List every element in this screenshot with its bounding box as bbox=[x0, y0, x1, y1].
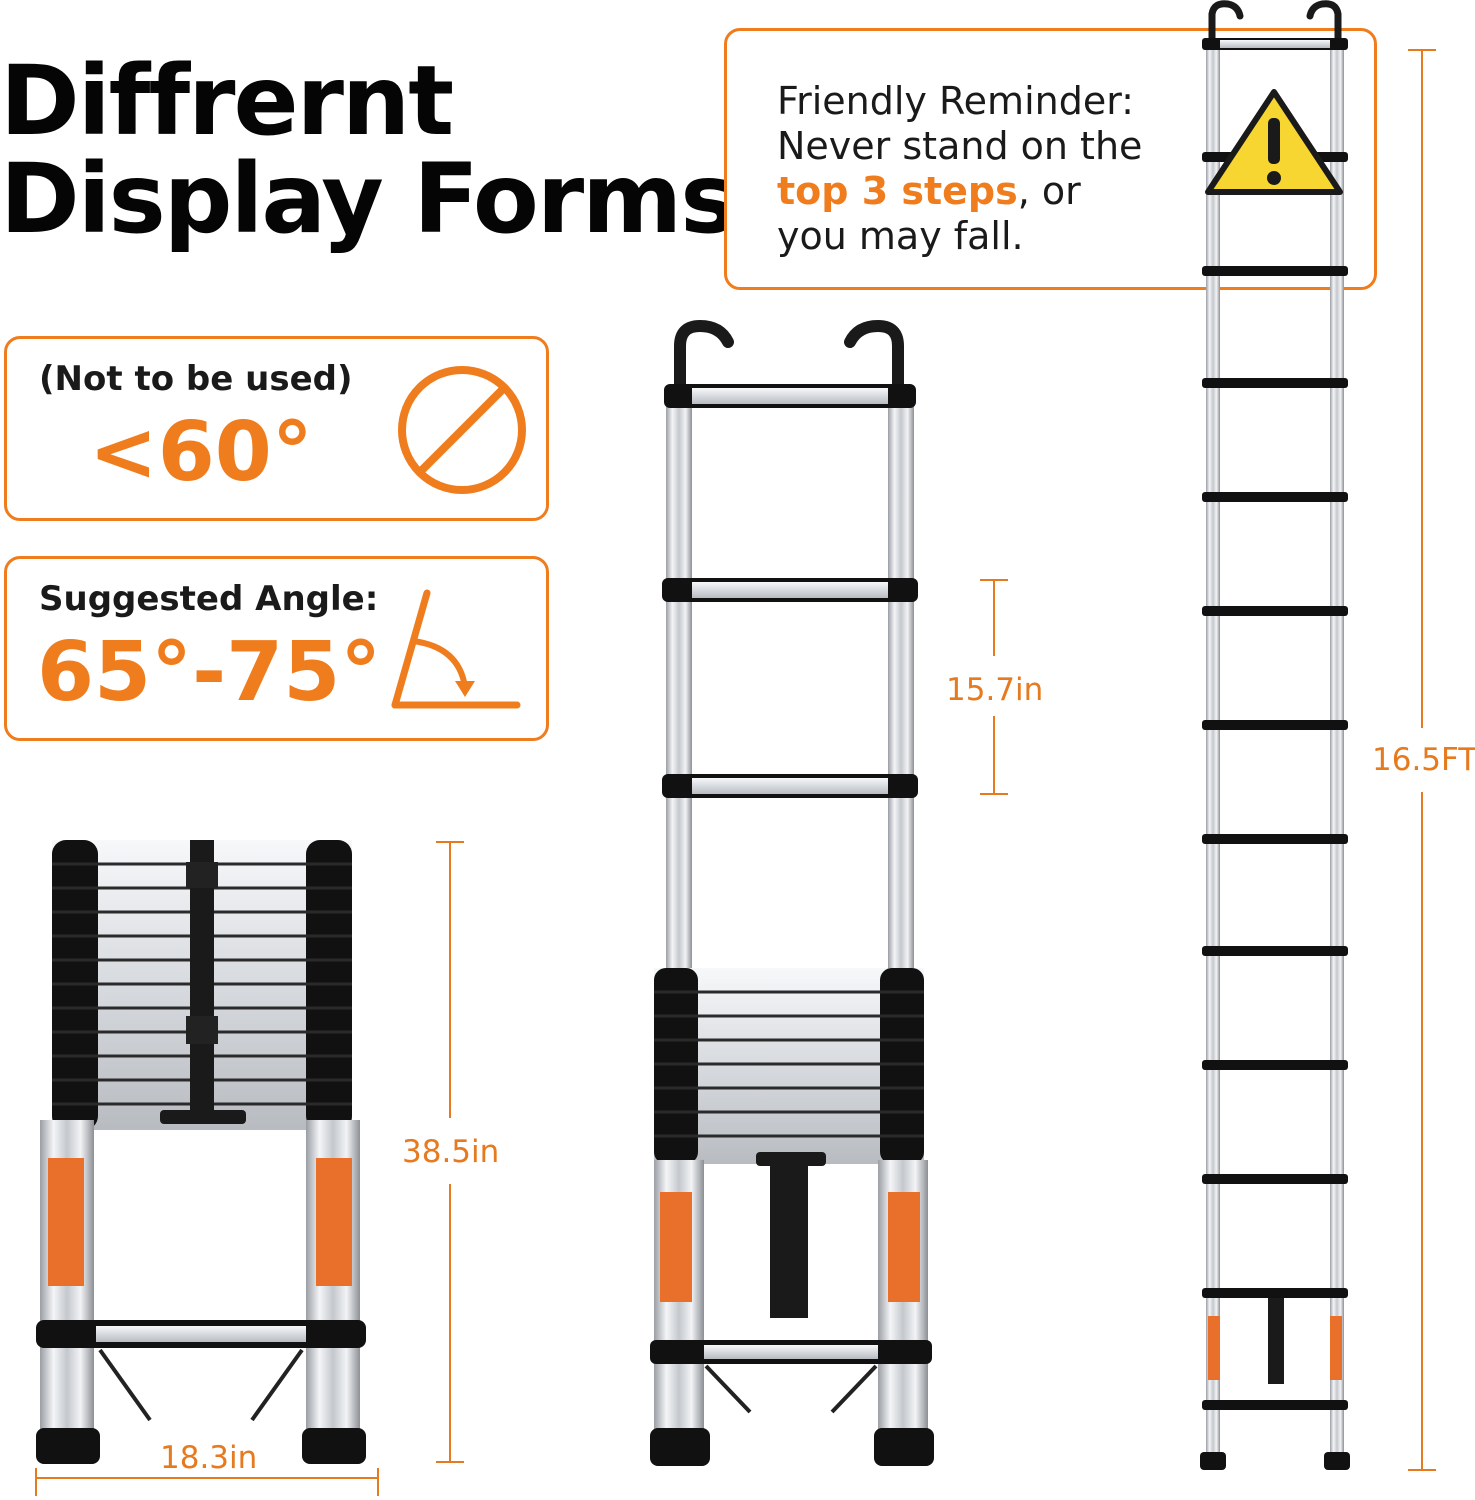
reminder-line-1: Friendly Reminder: bbox=[777, 79, 1134, 123]
not-used-angle-card: (Not to be used) <60° bbox=[4, 336, 549, 521]
folded-height-label: 38.5in bbox=[402, 1134, 500, 1170]
partial-ladder-rungs bbox=[662, 384, 918, 798]
folded-width-dimension-line bbox=[35, 1468, 379, 1496]
suggested-label: Suggested Angle: bbox=[39, 579, 379, 619]
warning-icon bbox=[1205, 89, 1343, 195]
reminder-line-2: Never stand on the bbox=[777, 124, 1143, 168]
angle-icon bbox=[391, 589, 521, 709]
reminder-box: Friendly Reminder: Never stand on the to… bbox=[724, 28, 1377, 290]
reminder-line-3: top 3 steps, or bbox=[777, 169, 1142, 214]
suggested-value: 65°-75° bbox=[37, 625, 382, 720]
folded-rung-stack bbox=[52, 840, 352, 1130]
full-ladder-rungs bbox=[1202, 38, 1348, 1410]
page-title-line-1: Diffrernt bbox=[0, 45, 454, 157]
not-used-label: (Not to be used) bbox=[39, 359, 353, 399]
not-used-value: <60° bbox=[89, 405, 313, 500]
folded-ladder-legs bbox=[36, 1120, 366, 1464]
step-spacing-dimension-line bbox=[980, 579, 1008, 795]
page-title-line-2: Display Forms bbox=[0, 143, 737, 255]
full-height-label: 16.5FT bbox=[1372, 742, 1475, 778]
reminder-text: Friendly Reminder: Never stand on the to… bbox=[777, 79, 1142, 259]
folded-height-dimension-line bbox=[436, 841, 464, 1463]
prohibited-icon bbox=[398, 366, 526, 494]
reminder-line-3-rest: , or bbox=[1017, 169, 1081, 213]
reminder-line-4: you may fall. bbox=[777, 214, 1024, 258]
step-spacing-label: 15.7in bbox=[946, 672, 1044, 708]
folded-width-label: 18.3in bbox=[160, 1440, 258, 1476]
suggested-angle-card: Suggested Angle: 65°-75° bbox=[4, 556, 549, 741]
reminder-highlight: top 3 steps bbox=[777, 169, 1018, 213]
page-title: Diffrernt Display Forms bbox=[0, 45, 737, 255]
full-height-dimension-line bbox=[1408, 49, 1436, 1471]
